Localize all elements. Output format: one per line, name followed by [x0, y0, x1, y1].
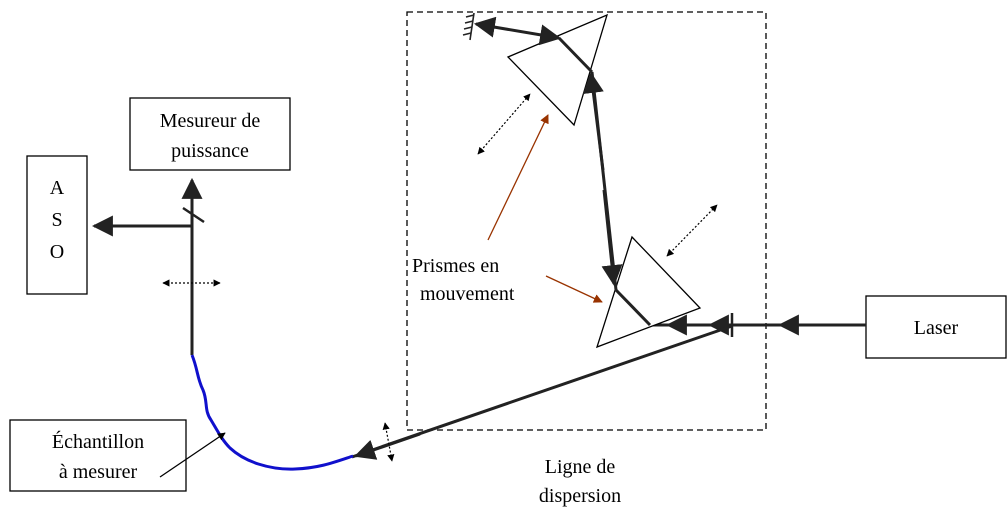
power-meter-label-line1: Mesureur de: [160, 110, 261, 132]
prism-bottom-motion-arrow: [666, 204, 718, 257]
moving-prisms-pointer-top: [487, 114, 549, 241]
power-meter-box: Mesureur de puissance: [129, 97, 291, 171]
beam-between-prisms-arrow-up: [582, 71, 605, 171]
power-meter-label-line2: puissance: [171, 140, 249, 162]
aso-letter-o: O: [50, 241, 64, 263]
aso-letter-s: S: [51, 209, 62, 231]
prism-top-motion-arrow: [477, 93, 531, 155]
aso-letter-a: A: [50, 177, 65, 199]
prism-bottom: [595, 235, 702, 349]
aso-box: A S O: [26, 155, 88, 295]
beam-bottom-prism-inner: [614, 288, 652, 327]
laser-box: Laser: [865, 295, 1007, 359]
moving-prisms-label-line1: Prismes en: [412, 255, 499, 277]
sample-fiber: [190, 354, 354, 471]
end-mirror: [462, 12, 475, 41]
beam-to-end-mirror: [473, 16, 562, 46]
sample-pointer-arrow: [159, 432, 226, 478]
coupler-motion-arrow: [382, 422, 395, 462]
sample-box: Échantillon à mesurer: [9, 419, 187, 492]
moving-prisms-label-line2: mouvement: [420, 283, 515, 305]
beam-top-prism-inner: [557, 36, 594, 74]
beam-output-arrow: [354, 432, 421, 460]
beam-between-prisms-arrow-down: [601, 189, 623, 287]
dispersion-line-frame: [406, 11, 767, 431]
moving-prisms-pointer-bottom: [545, 275, 603, 303]
dispersion-line-label-line1: Ligne de: [545, 456, 616, 478]
dispersion-line-label-line2: dispersion: [539, 485, 621, 507]
laser-label: Laser: [914, 317, 959, 339]
sample-label-line2: à mesurer: [59, 461, 138, 483]
beamsplitter-mirror: [182, 206, 205, 224]
sample-label-line1: Échantillon: [52, 430, 144, 453]
